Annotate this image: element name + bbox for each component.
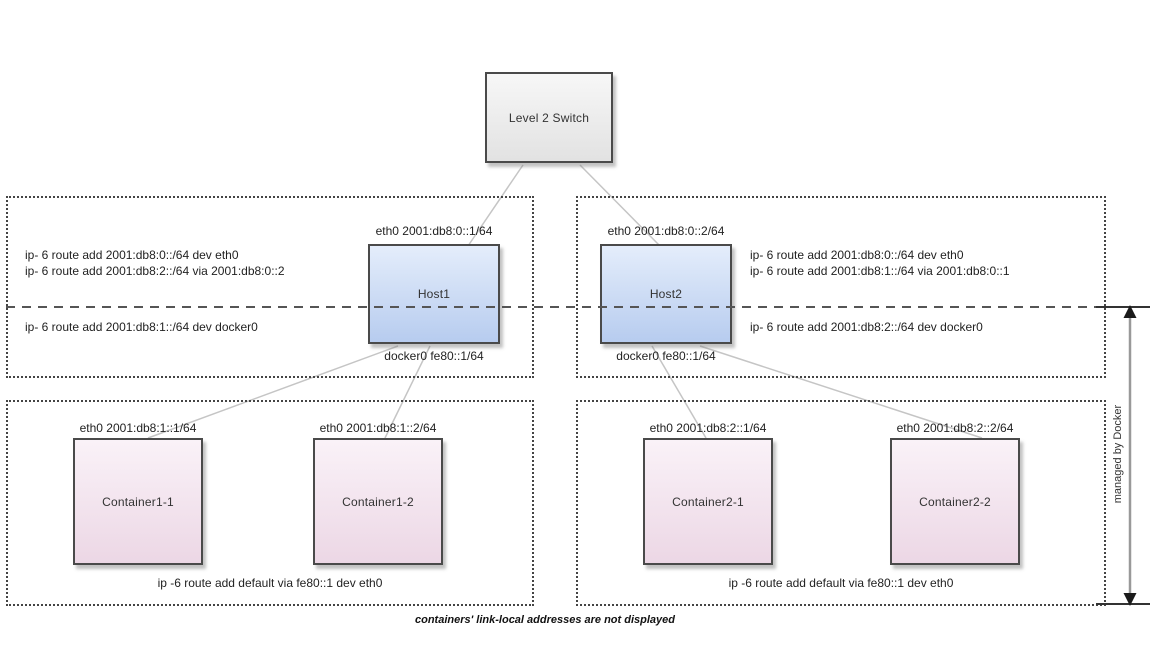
- host1-host-route-1: ip- 6 route add 2001:db8:0::/64 dev eth0: [25, 248, 239, 262]
- host1-docker0-label: docker0 fe80::1/64: [384, 349, 484, 363]
- level2-switch-box: Level 2 Switch: [485, 72, 613, 163]
- level2-switch-label: Level 2 Switch: [508, 110, 590, 125]
- host1-docker-routes: ip- 6 route add 2001:db8:1::/64 dev dock…: [25, 319, 258, 335]
- host2-zone: [576, 196, 1106, 378]
- container2-1-label: Container2-1: [672, 494, 744, 509]
- host1-eth0-label: eth0 2001:db8:0::1/64: [375, 224, 493, 238]
- host2-docker0-label: docker0 fe80::1/64: [616, 349, 716, 363]
- containers1-default-route: ip -6 route add default via fe80::1 dev …: [157, 576, 383, 590]
- container1-2-eth0-label: eth0 2001:db8:1::2/64: [319, 421, 437, 435]
- host1-label: Host1: [417, 287, 451, 301]
- containers2-zone: [576, 400, 1106, 606]
- host1-zone: [6, 196, 534, 378]
- container2-2-eth0-label: eth0 2001:db8:2::2/64: [896, 421, 1014, 435]
- container1-2-label: Container1-2: [342, 494, 414, 509]
- host1-box: Host1: [368, 244, 500, 344]
- container1-1-eth0-label: eth0 2001:db8:1::1/64: [79, 421, 197, 435]
- container2-1-eth0-label: eth0 2001:db8:2::1/64: [649, 421, 767, 435]
- container1-1-label: Container1-1: [102, 494, 174, 509]
- connector-host1-container1-2: [384, 345, 431, 439]
- host1-host-route-2: ip- 6 route add 2001:db8:2::/64 via 2001…: [25, 264, 285, 278]
- host2-host-route-1: ip- 6 route add 2001:db8:0::/64 dev eth0: [750, 248, 964, 262]
- container1-2-box: Container1-2: [313, 438, 443, 565]
- host2-docker-routes: ip- 6 route add 2001:db8:2::/64 dev dock…: [750, 319, 983, 335]
- connector-host2-container2-1: [651, 345, 707, 439]
- host2-host-routes: ip- 6 route add 2001:db8:0::/64 dev eth0…: [750, 247, 1010, 279]
- container1-1-box: Container1-1: [73, 438, 203, 565]
- containers2-default-route: ip -6 route add default via fe80::1 dev …: [728, 576, 954, 590]
- container2-2-label: Container2-2: [919, 494, 991, 509]
- connector-switch-host1: [467, 164, 524, 247]
- host2-box: Host2: [600, 244, 732, 344]
- connector-host1-container1-1: [147, 345, 399, 439]
- host2-eth0-label: eth0 2001:db8:0::2/64: [607, 224, 725, 238]
- host1-docker-route-1: ip- 6 route add 2001:db8:1::/64 dev dock…: [25, 320, 258, 334]
- container2-2-box: Container2-2: [890, 438, 1020, 565]
- footnote-caption: containers' link-local addresses are not…: [415, 614, 675, 626]
- host2-host-route-2: ip- 6 route add 2001:db8:1::/64 via 2001…: [750, 264, 1010, 278]
- host2-label: Host2: [649, 287, 683, 301]
- container2-1-box: Container2-1: [643, 438, 773, 565]
- containers1-zone: [6, 400, 534, 606]
- managed-by-docker-label: managed by Docker: [1112, 404, 1124, 504]
- connector-switch-host2: [579, 164, 661, 247]
- connector-host2-container2-2: [699, 345, 983, 439]
- host2-docker-route-1: ip- 6 route add 2001:db8:2::/64 dev dock…: [750, 320, 983, 334]
- host1-host-routes: ip- 6 route add 2001:db8:0::/64 dev eth0…: [25, 247, 285, 279]
